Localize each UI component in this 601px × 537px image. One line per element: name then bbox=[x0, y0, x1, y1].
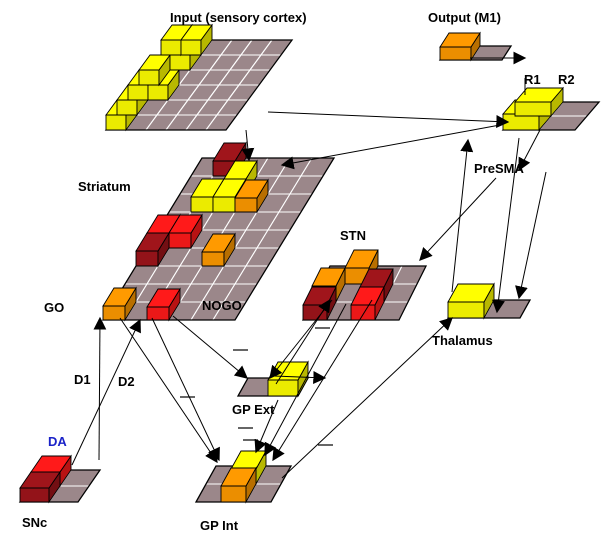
active-unit-cube bbox=[447, 282, 495, 320]
active-unit-cube bbox=[350, 286, 385, 321]
cube-front-face bbox=[220, 485, 247, 503]
cube-front-face bbox=[201, 251, 225, 267]
cube-front-face bbox=[168, 232, 192, 249]
projection-arrow bbox=[281, 317, 453, 479]
cube-top-face bbox=[102, 287, 137, 307]
projection-arrow bbox=[275, 298, 331, 385]
cube-front-face bbox=[447, 301, 485, 319]
cube-front-face bbox=[127, 84, 149, 101]
projection-arrow bbox=[280, 124, 501, 170]
cube-top-face bbox=[19, 471, 61, 489]
cube-top-face bbox=[146, 288, 181, 308]
projection-arrow bbox=[172, 315, 248, 379]
cube-front-face bbox=[439, 46, 472, 61]
cube-front-face bbox=[350, 304, 376, 321]
projection-arrow bbox=[451, 138, 474, 293]
projection-arrow bbox=[119, 317, 218, 464]
cube-front-face bbox=[514, 101, 552, 117]
projection-arrow bbox=[273, 371, 327, 385]
snc-label: SNc bbox=[22, 515, 47, 530]
cube-front-face bbox=[190, 196, 214, 213]
cube-front-face bbox=[146, 306, 170, 321]
projection-arrow bbox=[419, 177, 497, 261]
cube-top-face bbox=[212, 178, 247, 198]
r2-label: R2 bbox=[558, 72, 575, 87]
cube-top-face bbox=[234, 179, 269, 199]
presma-label: PreSMA bbox=[474, 161, 524, 176]
output-label: Output (M1) bbox=[428, 10, 501, 25]
active-unit-cube bbox=[146, 287, 181, 322]
cube-front-face bbox=[116, 99, 138, 116]
active-unit-cube bbox=[267, 360, 309, 398]
active-unit-cube bbox=[439, 31, 481, 62]
thalamus-label: Thalamus bbox=[432, 333, 493, 348]
go-label: GO bbox=[44, 300, 64, 315]
cube-top-face bbox=[311, 267, 346, 287]
input-label: Input (sensory cortex) bbox=[170, 10, 307, 25]
active-unit-cube bbox=[220, 466, 257, 504]
active-unit-cube bbox=[168, 213, 203, 250]
cube-front-face bbox=[147, 84, 169, 101]
d2-label: D2 bbox=[118, 374, 135, 389]
cube-top-face bbox=[344, 249, 379, 269]
projection-arrow bbox=[267, 111, 510, 129]
projection-arrow bbox=[492, 137, 520, 314]
active-unit-cube bbox=[234, 178, 269, 214]
cube-front-face bbox=[102, 305, 126, 321]
stn-label: STN bbox=[340, 228, 366, 243]
cube-front-face bbox=[212, 196, 236, 213]
cube-front-face bbox=[180, 39, 202, 56]
projection-arrow bbox=[93, 316, 107, 461]
cube-top-face bbox=[350, 286, 385, 306]
cube-top-face bbox=[180, 24, 213, 41]
gp-int-label: GP Int bbox=[200, 518, 239, 533]
cube-front-face bbox=[302, 304, 328, 321]
projection-arrow bbox=[518, 129, 541, 172]
projection-arrow bbox=[241, 129, 255, 162]
active-unit-cube bbox=[201, 232, 236, 268]
cube-front-face bbox=[105, 114, 127, 131]
cube-front-face bbox=[160, 39, 182, 56]
gp-ext-label: GP Ext bbox=[232, 402, 275, 417]
cube-front-face bbox=[138, 69, 160, 86]
striatum-grid-frame bbox=[101, 157, 336, 321]
active-units bbox=[19, 23, 564, 504]
cube-front-face bbox=[19, 487, 50, 503]
projections bbox=[71, 51, 547, 479]
d1-label: D1 bbox=[74, 372, 91, 387]
active-unit-cube bbox=[180, 23, 213, 57]
cube-top-face bbox=[439, 32, 481, 48]
cube-top-face bbox=[220, 467, 257, 487]
presma-grid bbox=[501, 101, 601, 131]
labels: Input (sensory cortex) Output (M1) R1 R2… bbox=[22, 10, 575, 533]
cube-top-face bbox=[447, 283, 495, 303]
active-unit-cube bbox=[135, 231, 170, 268]
nogo-label: NOGO bbox=[202, 298, 242, 313]
cube-top-face bbox=[135, 232, 170, 252]
inhibition-marks bbox=[180, 327, 333, 446]
active-unit-cube bbox=[19, 470, 61, 504]
projection-arrow bbox=[272, 299, 373, 462]
da-label: DA bbox=[48, 434, 67, 449]
active-unit-cube bbox=[514, 86, 564, 118]
projection-arrow bbox=[515, 171, 547, 300]
cube-front-face bbox=[234, 197, 258, 213]
cube-top-face bbox=[514, 87, 564, 103]
cube-front-face bbox=[267, 379, 299, 397]
projection-arrow bbox=[151, 317, 220, 462]
projection-arrow bbox=[264, 303, 347, 457]
cube-top-face bbox=[212, 142, 247, 162]
cube-front-face bbox=[135, 250, 159, 267]
cube-top-face bbox=[168, 214, 203, 234]
cube-top-face bbox=[201, 233, 236, 253]
striatum-label: Striatum bbox=[78, 179, 131, 194]
active-unit-cube bbox=[102, 286, 137, 322]
projection-arrow bbox=[254, 399, 279, 454]
r1-label: R1 bbox=[524, 72, 541, 87]
cube-front-face bbox=[169, 54, 191, 71]
projection-arrow bbox=[71, 318, 141, 466]
